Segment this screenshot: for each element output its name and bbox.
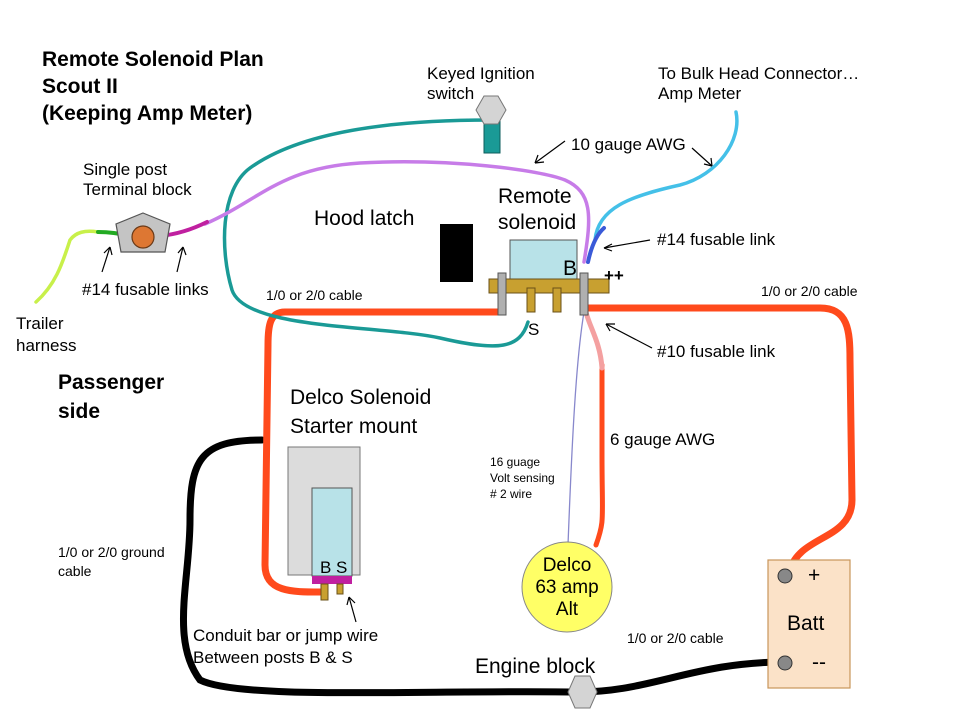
cable-bottom-label: 1/0 or 2/0 cable: [627, 630, 724, 646]
post-plus-label: ++: [604, 266, 624, 285]
battery: [767, 559, 851, 689]
bulkhead-line-1: To Bulk Head Connector…: [658, 64, 860, 83]
passenger-line-1: Passenger: [58, 371, 165, 394]
post-b-label: B: [563, 257, 578, 280]
engine-block-bolt: [567, 675, 598, 709]
passenger-side-label: Passenger side: [58, 368, 164, 426]
terminal-block: [115, 212, 171, 253]
single-post-label: Single post Terminal block: [83, 160, 192, 199]
remote-solenoid: [488, 239, 610, 316]
remote-solenoid-line-1: Remote: [498, 185, 572, 208]
delco-solenoid-line-1: Delco Solenoid: [290, 386, 432, 409]
remote-solenoid-line-2: solenoid: [498, 211, 577, 234]
delco-solenoid-line-2: Starter mount: [290, 415, 418, 438]
fusable-link-10-label: #10 fusable link: [657, 342, 776, 361]
bulkhead-label: To Bulk Head Connector… Amp Meter: [658, 64, 859, 103]
fusable-link-10: [582, 305, 605, 371]
hood-latch: [440, 224, 473, 282]
ground-line-2: cable: [58, 563, 92, 579]
title-line-1: Remote Solenoid Plan: [42, 48, 264, 71]
battery-plus-label: +: [808, 564, 821, 587]
cable-right-red: [584, 304, 856, 574]
title-line-3: (Keeping Amp Meter): [42, 102, 253, 125]
volt-sensing-label: 16 guage Volt sensing # 2 wire: [490, 454, 555, 502]
alternator: [521, 541, 613, 633]
cable-right-label: 1/0 or 2/0 cable: [761, 283, 858, 299]
six-gauge-label: 6 gauge AWG: [610, 430, 716, 449]
ten-gauge-label: 10 gauge AWG: [571, 135, 686, 154]
ignition-wire: [222, 118, 530, 348]
post-s-label: S: [528, 320, 540, 339]
conduit-label: Conduit bar or jump wire Between posts B…: [193, 625, 378, 669]
alt-line-3: Alt: [555, 599, 579, 620]
trailer-harness-label: Trailer harness: [16, 313, 76, 357]
battery-label: Batt: [787, 612, 825, 635]
ten-gauge-wire: [203, 160, 591, 264]
single-post-line-1: Single post: [83, 160, 168, 179]
volt-line-2: Volt sensing: [490, 471, 555, 485]
conduit-line-2: Between posts B & S: [193, 648, 353, 667]
volt-sensing-wire: [567, 311, 585, 546]
diagram-title: Remote Solenoid Plan Scout II (Keeping A…: [42, 46, 264, 127]
title-line-2: Scout II: [42, 75, 118, 98]
ground-cable-label: 1/0 or 2/0 ground cable: [58, 543, 165, 581]
volt-line-1: 16 guage: [490, 455, 541, 469]
battery-minus-label: --: [812, 651, 826, 674]
delco-bs-label: B S: [320, 558, 348, 577]
engine-block-label: Engine block: [475, 655, 596, 678]
alt-line-2: 63 amp: [535, 577, 599, 598]
conduit-line-1: Conduit bar or jump wire: [193, 626, 379, 645]
fusable-links-14-label: #14 fusable links: [82, 280, 209, 299]
bulkhead-line-2: Amp Meter: [658, 83, 742, 103]
remote-solenoid-label: Remote solenoid: [498, 184, 576, 236]
six-gauge-wire: [593, 362, 605, 548]
single-post-line-2: Terminal block: [83, 179, 192, 199]
hood-latch-label: Hood latch: [314, 207, 415, 230]
delco-solenoid: [287, 446, 361, 601]
delco-solenoid-label: Delco Solenoid Starter mount: [290, 383, 431, 441]
ground-cable: [179, 436, 789, 697]
cable-left-red: [261, 308, 504, 596]
ground-line-1: 1/0 or 2/0 ground: [58, 544, 165, 560]
trailer-wire: [34, 229, 100, 304]
cable-left-label: 1/0 or 2/0 cable: [266, 287, 363, 303]
keyed-ignition-line-2: switch: [427, 83, 475, 103]
trailer-line-2: harness: [16, 336, 77, 355]
amp-meter-wire: [593, 110, 739, 242]
callout-arrows: [101, 140, 713, 623]
keyed-ignition-label: Keyed Ignition switch: [427, 64, 535, 103]
trailer-line-1: Trailer: [16, 314, 64, 333]
fusable-link-14: [586, 226, 606, 264]
alternator-label: Delco 63 amp Alt: [517, 555, 617, 621]
ignition-switch: [475, 95, 507, 154]
keyed-ignition-line-1: Keyed Ignition: [427, 64, 535, 83]
alt-line-1: Delco: [542, 555, 592, 576]
passenger-line-2: side: [58, 400, 101, 423]
fusable-link-14-label: #14 fusable link: [657, 230, 776, 249]
volt-line-3: # 2 wire: [490, 487, 533, 501]
